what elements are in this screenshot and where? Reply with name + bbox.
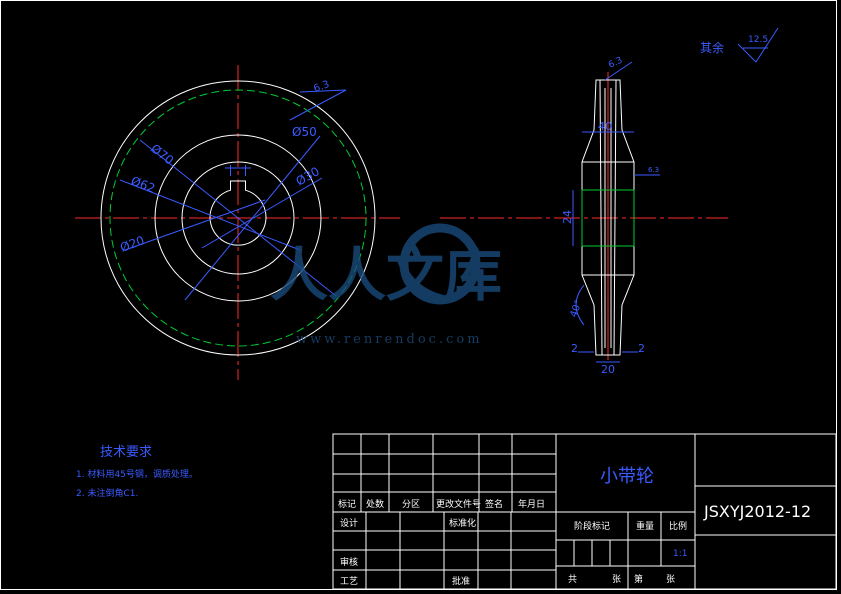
dim-text-d70: Ø70 (148, 141, 176, 167)
tb-scale-value: 1:1 (673, 549, 687, 559)
finish-rest-label: 其余 (700, 40, 724, 55)
dim-line-d70 (139, 139, 337, 297)
watermark-logo-circle (399, 223, 481, 305)
side-text-2l: 2 (571, 342, 578, 355)
dim-text-d62: Ø62 (129, 174, 157, 196)
side-text-40: 40 (598, 120, 612, 133)
dim-text-r: 6.3 (312, 79, 331, 95)
tb-label-sheets-2: 张 (666, 574, 675, 585)
tech-heading: 技术要求 (100, 445, 152, 460)
tb-label-zone: 分区 (402, 499, 420, 510)
hub-circle-70 (154, 134, 322, 302)
side-text-24: 24 (561, 210, 574, 224)
tb-label-date: 年月日 (518, 498, 545, 510)
outer-circle (100, 80, 376, 356)
title-block-text: 标记 处数 分区 更改文件号 签名 年月日 设计 标准化 审核 工艺 批准 阶段… (338, 466, 811, 587)
side-text-20: 20 (601, 363, 615, 376)
tb-label-designer: 设计 (340, 517, 358, 529)
watermark-url: www.renrendoc.com (296, 332, 483, 347)
hidden-bore (581, 189, 635, 247)
watermark-brand: 人人文库 (270, 241, 502, 309)
side-view: 6.3 40 24 40° 20 2 2 6.3 (440, 56, 728, 376)
side-rough-leader (604, 61, 633, 81)
tb-label-stage: 阶段标记 (574, 520, 610, 532)
side-angle-arc (575, 284, 585, 326)
drawing-number: JSXYJ2012-12 (703, 502, 811, 521)
side-text-rough-right: 6.3 (648, 166, 659, 174)
tech-item-1: 1. 材料用45号钢，调质处理。 (76, 468, 198, 480)
side-text-angle: 40° (568, 299, 584, 319)
title-block (332, 433, 837, 590)
surface-finish-note: 其余 12.5 (700, 27, 779, 63)
tb-label-change: 更改文件号 (436, 498, 481, 510)
tb-label-approve: 批准 (452, 575, 470, 587)
tb-label-reviewer: 审核 (340, 556, 358, 568)
tb-label-process: 工艺 (340, 576, 358, 587)
dim-line-d62 (119, 179, 301, 251)
tb-label-standardize: 标准化 (449, 517, 476, 529)
watermark: 人人文库 www.renrendoc.com (270, 223, 502, 347)
finish-symbol (737, 27, 779, 63)
tb-label-page: 第 (634, 573, 643, 585)
tech-requirements: 技术要求 1. 材料用45号钢，调质处理。 2. 未注倒角C1. (76, 445, 198, 499)
pitch-circle (109, 89, 367, 347)
dim-line-r (289, 89, 347, 121)
side-text-2r: 2 (638, 342, 645, 355)
tb-label-scale: 比例 (669, 520, 687, 532)
tb-label-count: 处数 (366, 498, 384, 510)
bore-keyway (209, 180, 267, 246)
finish-value: 12.5 (748, 35, 768, 45)
tb-label-sign: 签名 (485, 498, 503, 510)
dim-text-d30: Ø30 (294, 164, 322, 188)
tb-label-sheets: 张 (612, 574, 621, 585)
groove-line-4 (613, 79, 617, 356)
dim-text-d20: Ø20 (118, 233, 146, 255)
dim-line-d30 (201, 177, 323, 249)
hub-circle-50 (181, 161, 295, 275)
dim-line-d20 (124, 199, 266, 251)
drawing-title: 小带轮 (600, 466, 654, 487)
tb-label-weight: 重量 (636, 520, 654, 532)
dim-text-d50: Ø50 (292, 125, 317, 139)
tb-label-mark: 标记 (338, 498, 356, 510)
tech-item-2: 2. 未注倒角C1. (76, 487, 138, 499)
tb-label-total: 共 (568, 574, 577, 585)
groove-line-1 (599, 79, 603, 356)
dim-leader-r (299, 89, 347, 93)
